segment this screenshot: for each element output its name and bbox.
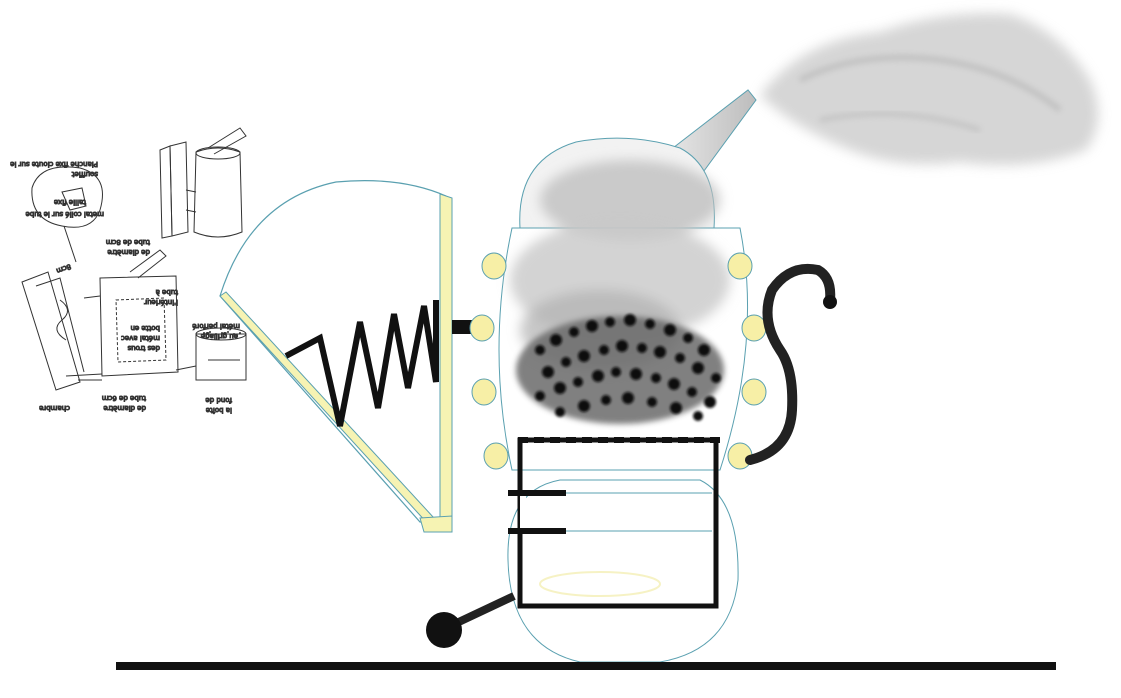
sketch-canister-top (159, 127, 247, 239)
sketch-label: métal perforé (192, 322, 240, 330)
bellows-spring (284, 300, 439, 427)
bellows (219, 180, 486, 533)
lower-dome (507, 479, 739, 663)
knob (741, 378, 767, 406)
reference-sketch: Planche fixe cloute sur le soufflet tail… (10, 127, 247, 415)
sketch-label: taille fixe (54, 198, 86, 206)
sketch-label: fond de (205, 396, 232, 404)
handle-tip (823, 295, 837, 309)
sketch-smoker-main (21, 249, 247, 391)
firebox (517, 437, 719, 609)
sketch-label: chambre (39, 404, 70, 412)
smoke-plume (760, 13, 1099, 166)
sketch-label: la boîte (206, 406, 232, 414)
burning-fuel (516, 314, 724, 424)
sketch-label: ou grillage (201, 332, 238, 340)
sketch-label: botte en (131, 324, 161, 332)
sketch-label: de diamètre (107, 248, 150, 256)
lever-ball (426, 612, 462, 648)
smoker-body (426, 89, 837, 663)
air-inlet (508, 528, 566, 534)
knob (469, 314, 495, 342)
knob (483, 442, 509, 470)
sketch-label: des trous (127, 344, 160, 352)
sketch-detail-bubble (31, 166, 103, 263)
sketch-label: tube de 8cm (106, 238, 150, 246)
sketch-label: tube à (156, 288, 178, 296)
knob (481, 252, 507, 280)
knob (727, 252, 753, 280)
bellows-board-back (439, 193, 453, 531)
sketch-label: l'intérieur (144, 298, 178, 306)
knob (741, 314, 767, 342)
knobs-left (469, 252, 509, 470)
sketch-label: metal collé sur le tube (26, 210, 104, 218)
sketch-label: de diamètre (103, 404, 146, 412)
air-inlet (508, 490, 566, 496)
side-handle (745, 264, 836, 465)
sketch-label: soufflet (72, 170, 98, 178)
sketch-label: Planche fixe cloute sur le (10, 160, 98, 168)
sketch-label: 8cm (55, 262, 72, 275)
sketch-label: tube de 6cm (102, 394, 146, 402)
sketch-dots (203, 331, 241, 338)
base-line (116, 662, 1056, 670)
sketch-label: métal avec (121, 334, 160, 342)
bellows-fan (219, 180, 447, 523)
knob (471, 378, 497, 406)
bellows-bottom (419, 515, 453, 533)
